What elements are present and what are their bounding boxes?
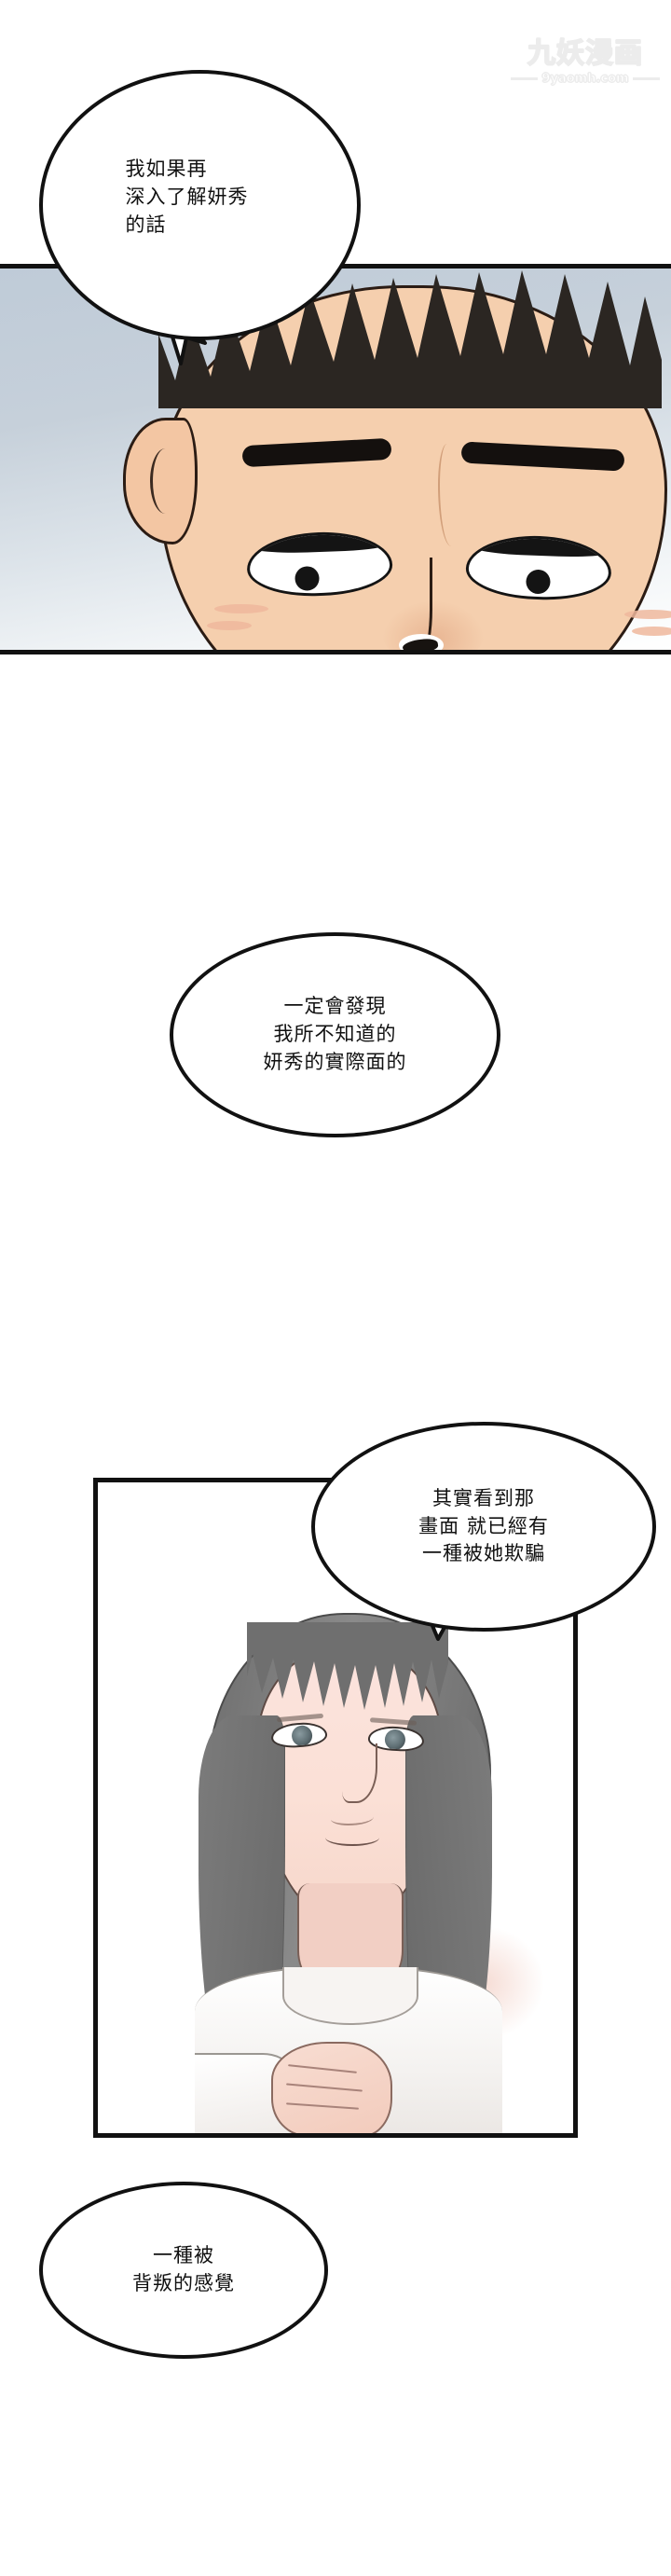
speech-bubble-4: 一種被 背叛的感覺	[39, 2182, 328, 2359]
man-character	[103, 269, 671, 650]
man-pupil-right	[526, 569, 551, 595]
man-cheek-line-left-2	[207, 621, 252, 630]
woman-mouth	[325, 1829, 379, 1846]
man-ear-inner	[150, 448, 181, 514]
man-hair	[158, 269, 662, 408]
man-ear	[123, 418, 198, 544]
comic-panel-1	[0, 264, 671, 654]
woman-finger-2	[286, 2083, 363, 2092]
comic-panel-2	[93, 1478, 578, 2138]
man-face-fold	[438, 444, 460, 546]
site-watermark: 九妖漫画 9yaomh.com	[511, 37, 660, 86]
woman-character	[98, 1482, 573, 2133]
woman-collar	[282, 1967, 418, 2025]
man-nostril	[399, 634, 444, 650]
man-cheek-line-left-1	[214, 604, 268, 613]
woman-hand	[271, 2042, 392, 2133]
woman-iris-right	[384, 1729, 406, 1751]
watermark-main-text: 九妖漫画	[527, 37, 643, 70]
woman-lip-upper	[331, 1811, 374, 1825]
man-cheek-line-right-1	[624, 610, 671, 619]
speech-bubble-1: 我如果再 深入了解妍秀 的話	[39, 70, 361, 340]
speech-bubble-2: 一定會發現 我所不知道的 妍秀的實際面的	[170, 932, 500, 1137]
speech-bubble-2-text: 一定會發現 我所不知道的 妍秀的實際面的	[263, 995, 407, 1073]
woman-finger-3	[286, 2102, 359, 2110]
watermark-sub-text: 9yaomh.com	[541, 71, 629, 86]
watermark-sub-row: 9yaomh.com	[511, 71, 660, 86]
man-nostril-dark	[402, 637, 439, 650]
watermark-rule-left	[511, 76, 539, 80]
speech-bubble-4-text: 一種被 背叛的感覺	[132, 2244, 235, 2294]
speech-bubble-3-text: 其實看到那 畫面 就已經有 一種被她欺騙	[418, 1486, 549, 1565]
speech-bubble-1-text: 我如果再 深入了解妍秀 的話	[125, 158, 249, 236]
woman-nose	[342, 1743, 377, 1803]
man-pupil-left	[294, 566, 320, 591]
woman-finger-1	[288, 2064, 357, 2073]
woman-iris-left	[291, 1725, 313, 1747]
woman-bangs	[247, 1622, 448, 1725]
man-cheek-line-right-2	[632, 627, 671, 636]
speech-bubble-3: 其實看到那 畫面 就已經有 一種被她欺騙	[311, 1422, 656, 1632]
man-nose	[377, 558, 432, 650]
watermark-rule-right	[632, 76, 660, 80]
